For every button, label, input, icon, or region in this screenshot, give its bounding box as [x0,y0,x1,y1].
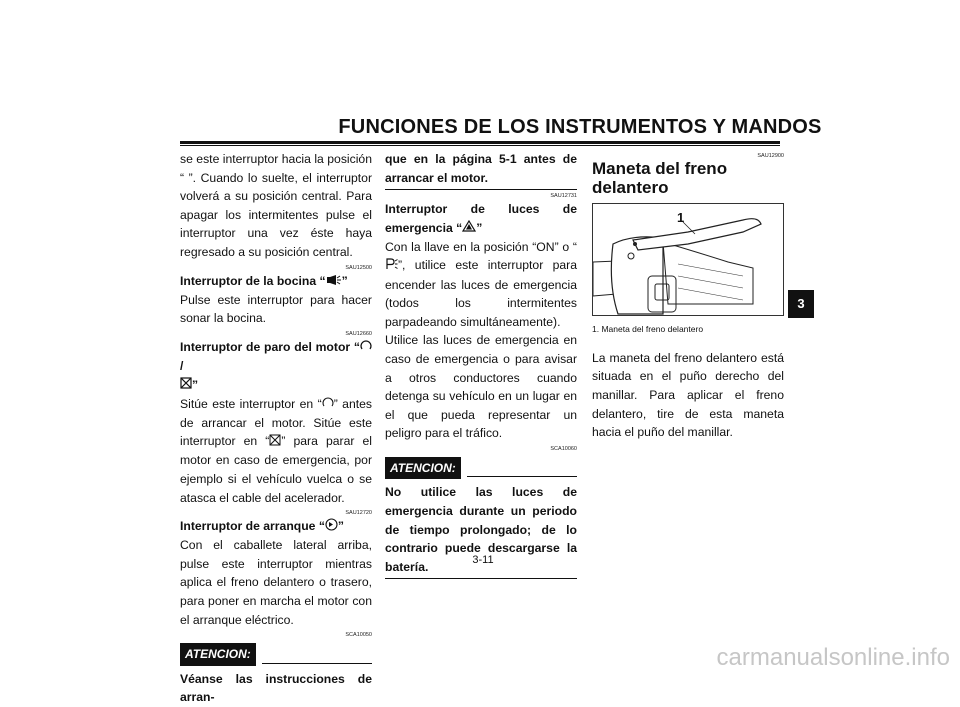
caution-text: Véanse las instrucciones de arran- [180,671,372,705]
hazard-icon [462,219,477,238]
parking-icon [385,257,398,276]
engine-stop-icon [180,376,192,395]
column-2: que en la página 5-1 antes de arrancar e… [385,150,577,580]
section-code: SAU12660 [345,330,372,337]
engine-run-icon [360,338,372,357]
hazard-heading: Interruptor de luces de emergencia “” [385,200,577,238]
section-code: SCA10050 [345,632,372,639]
page-number: 3-11 [472,554,494,566]
caution-label: ATENCION: [385,456,461,480]
section-code: SAU12731 [550,193,577,200]
turn-signal-text: se este interruptor hacia la posición “ … [180,152,372,259]
callout-number: 1 [677,210,685,226]
caution-banner: ATENCION: [180,643,372,666]
engine-stop-heading: Interruptor de paro del motor “/ ” [180,338,372,395]
caution-line [261,662,372,664]
hazard-text-1: Con la llave en la posición “ON” o “”, u… [385,239,577,329]
header-rule-thin [180,145,780,146]
brake-lever-illustration [593,218,762,315]
horn-heading: Interruptor de la bocina “” [180,272,372,291]
hazard-text-2: Utilice las luces de emergencia en caso … [385,333,577,441]
watermark: carmanualsonline.info [716,644,950,671]
start-switch-heading: Interruptor de arranque “” [180,517,372,536]
caution-banner: ATENCION: [385,456,577,480]
front-brake-text: La maneta del freno delantero está situa… [592,350,784,440]
section-code: SAU12720 [345,510,372,517]
caution-label: ATENCION: [180,643,256,666]
start-icon [325,518,338,537]
section-code: SCA10060 [550,445,577,452]
column-1: se este interruptor hacia la posición “ … [180,150,372,707]
horn-text: Pulse este interruptor para hacer sonar … [180,292,372,326]
header-rule [180,141,780,144]
figure-caption: 1. Maneta del freno delantero [592,324,704,335]
brake-lever-figure: 1 [592,203,784,317]
column-3: SAU12900 Maneta del freno delantero 1 1.… [592,150,784,442]
section-code: SAU12900 [757,153,784,159]
start-switch-text: Con el caballete lateral arriba, pulse e… [180,538,372,627]
engine-stop-icon [269,433,281,452]
caution-text-continued: que en la página 5-1 antes de arrancar e… [385,150,577,191]
page-header-title: FUNCIONES DE LOS INSTRUMENTOS Y MANDOS [338,116,822,138]
chapter-tab: 3 [788,290,814,318]
section-code: SAU12500 [345,264,372,271]
caution-text: No utilice las luces de emergencia duran… [385,483,577,580]
front-brake-title: Maneta del freno delantero [592,159,728,197]
caution-line [466,476,577,478]
horn-icon [326,272,342,291]
engine-run-icon [322,395,334,414]
engine-stop-text: Sitúe este interruptor en “” antes de ar… [180,395,372,505]
